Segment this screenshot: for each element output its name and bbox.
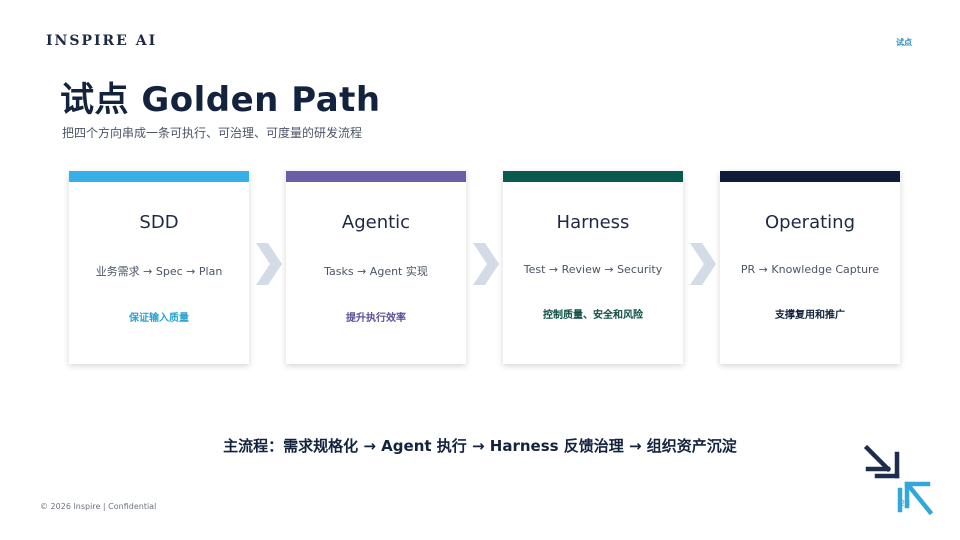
card-title: Harness (556, 212, 630, 233)
card-accent-bar (286, 171, 466, 182)
card-title: SDD (139, 212, 179, 233)
card-goal: 支撑复用和推广 (775, 310, 845, 321)
card-flow: PR → Knowledge Capture (740, 263, 880, 276)
inspire-logo-icon (864, 444, 934, 516)
card-flow: Test → Review → Security (523, 263, 663, 276)
stage-card-operating: Operating PR → Knowledge Capture 支撑复用和推广 (720, 171, 900, 364)
footer-copyright: © 2026 Inspire | Confidential (40, 502, 157, 511)
slide-title: 试点 Golden Path (60, 80, 381, 120)
stage-card-agentic: Agentic Tasks → Agent 实现 提升执行效率 (286, 171, 466, 364)
card-accent-bar (720, 171, 900, 182)
card-accent-bar (69, 171, 249, 182)
card-title: Agentic (341, 212, 411, 233)
card-title: Operating (765, 212, 855, 233)
slide-subtitle: 把四个方向串成一条可执行、可治理、可度量的研发流程 (62, 126, 363, 140)
stage-card-sdd: SDD 业务需求 → Spec → Plan 保证输入质量 (69, 171, 249, 364)
stage-card-harness: Harness Test → Review → Security 控制质量、安全… (503, 171, 683, 364)
chevron-right-icon (690, 243, 716, 285)
chevron-right-icon (473, 243, 499, 285)
card-goal: 控制质量、安全和风险 (543, 310, 643, 321)
brand-logo-text: INSPIRE AI (46, 33, 158, 49)
card-flow: 业务需求 → Spec → Plan (95, 265, 223, 278)
main-flow-summary: 主流程：需求规格化 → Agent 执行 → Harness 反馈治理 → 组织… (223, 437, 737, 455)
card-goal: 提升执行效率 (346, 313, 406, 324)
chevron-right-icon (256, 243, 282, 285)
card-accent-bar (503, 171, 683, 182)
section-tag: 试点 (896, 38, 912, 47)
card-goal: 保证输入质量 (129, 313, 189, 324)
card-flow: Tasks → Agent 实现 (324, 265, 428, 278)
